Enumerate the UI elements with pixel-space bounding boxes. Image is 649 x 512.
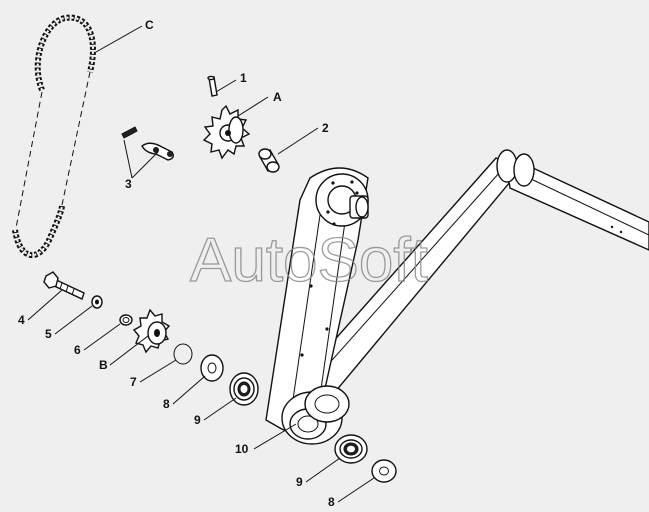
callout-4: 4 bbox=[18, 313, 25, 327]
callout-8-upper: 8 bbox=[163, 397, 170, 411]
callout-8-lower: 8 bbox=[328, 495, 335, 509]
callout-7: 7 bbox=[130, 375, 137, 389]
callout-3: 3 bbox=[125, 177, 132, 191]
callout-9-lower: 9 bbox=[296, 475, 303, 489]
callout-2: 2 bbox=[322, 121, 329, 135]
bolt-part bbox=[43, 271, 85, 300]
washer-8-lower bbox=[371, 459, 397, 483]
sprocket-b bbox=[132, 308, 171, 354]
callout-c: C bbox=[145, 18, 154, 32]
pin-part bbox=[207, 75, 218, 97]
crank-plate bbox=[265, 167, 369, 445]
snap-ring bbox=[173, 343, 193, 365]
washer-8-upper bbox=[200, 354, 224, 382]
callout-9-upper: 9 bbox=[194, 413, 201, 427]
callout-b: B bbox=[99, 358, 108, 372]
tube-arm bbox=[281, 149, 649, 411]
callout-6: 6 bbox=[74, 343, 81, 357]
callout-labels: 1 A 2 3 C 4 5 6 B 7 8 9 10 9 8 bbox=[18, 18, 335, 509]
watermark-text: AutoSoft bbox=[190, 226, 428, 295]
leader-lines bbox=[27, 25, 375, 503]
callout-5: 5 bbox=[45, 327, 52, 341]
callout-a: A bbox=[273, 90, 282, 104]
chain-link-parts bbox=[121, 126, 175, 161]
washer-6 bbox=[119, 314, 133, 326]
callout-10: 10 bbox=[235, 442, 249, 456]
sprocket-a bbox=[202, 104, 251, 160]
bearing-9-lower bbox=[334, 434, 368, 464]
bearing-9-upper bbox=[229, 372, 259, 406]
washer-5 bbox=[91, 295, 103, 309]
callout-1: 1 bbox=[240, 71, 247, 85]
roller-chain bbox=[12, 14, 96, 259]
bushing-part bbox=[258, 148, 280, 173]
